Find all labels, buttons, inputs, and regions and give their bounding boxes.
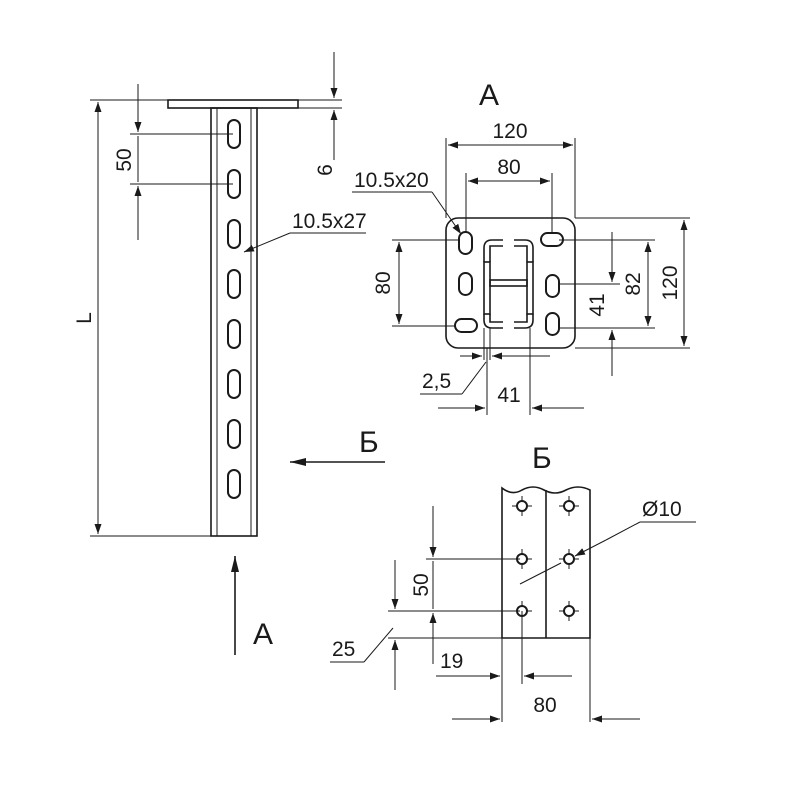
view-a-slots <box>454 231 564 336</box>
view-a-height-120-label: 120 <box>659 265 682 300</box>
side-slots <box>227 119 241 499</box>
pitch-label: 50 <box>113 148 136 171</box>
view-a-width-120-label: 120 <box>492 120 527 143</box>
slot-label: 10.5x27 <box>292 210 367 233</box>
view-a-slot-label: 10.5x20 <box>354 169 429 192</box>
hole-icon <box>559 601 579 621</box>
pitch-dimension: 50 <box>113 84 233 240</box>
view-a-height-120-dimension: 120 <box>575 217 690 349</box>
view-a-offset-41-v-label: 41 <box>586 293 609 316</box>
view-b-channel <box>501 486 591 639</box>
plate-thickness-label: 6 <box>314 164 337 176</box>
side-slot <box>227 469 241 499</box>
view-b-pitch-label: 50 <box>410 573 433 596</box>
channel-body <box>210 107 258 537</box>
view-b-holes <box>512 496 579 621</box>
view-a-plate <box>445 217 576 349</box>
view-b-pitch-dimension: 50 <box>388 506 520 664</box>
view-a-offset-41-h-dimension: 41 <box>438 328 584 415</box>
view-a-height-80-dimension: 80 <box>372 239 459 327</box>
base-plate <box>167 99 299 109</box>
view-a-height-82-label: 82 <box>622 272 645 295</box>
side-slot <box>227 219 241 249</box>
view-b-title: Б <box>532 442 552 475</box>
view-b-width-dimension: 80 <box>452 638 640 723</box>
view-b-edge-offset-label: 19 <box>440 650 463 673</box>
view-b-end-offset-label: 25 <box>332 638 355 661</box>
side-slot <box>227 319 241 349</box>
view-a-width-80-dimension: 80 <box>465 156 553 233</box>
hole-icon <box>512 496 532 516</box>
side-slot <box>227 369 241 399</box>
view-a-width-80-label: 80 <box>497 156 520 179</box>
view-a-channel-section <box>483 239 534 329</box>
slot-callout: 10.5x27 <box>243 210 367 253</box>
plate-thickness-dimension: 6 <box>298 52 342 176</box>
view-a-title: А <box>479 79 499 112</box>
view-b-diameter-label: Ø10 <box>642 498 682 521</box>
side-slot <box>227 269 241 299</box>
length-label: L <box>73 312 96 324</box>
view-b-end-offset-dimension: 25 <box>330 560 502 690</box>
length-dimension: L <box>73 99 211 537</box>
view-a-height-82-dimension: 82 <box>559 239 655 329</box>
view-a: А <box>352 79 690 415</box>
view-a-slot-callout: 10.5x20 <box>352 169 462 235</box>
view-a-arrow-label: А <box>253 618 273 651</box>
side-view: L 50 6 10.5x27 Б <box>73 52 385 655</box>
hole-icon <box>559 496 579 516</box>
view-b-width-label: 80 <box>533 694 556 717</box>
hole-icon <box>559 549 579 569</box>
view-a-height-80-label: 80 <box>372 271 395 294</box>
view-b-arrow-label: Б <box>359 426 379 459</box>
view-a-offset-41-h-label: 41 <box>497 384 520 407</box>
view-a-wall-dimension: 2,5 <box>420 328 550 395</box>
view-b-edge-offset-dimension: 19 <box>436 611 572 722</box>
view-b-diameter-callout: Ø10 <box>519 498 696 585</box>
view-a-arrow: А <box>231 556 273 655</box>
side-slot <box>227 419 241 449</box>
view-b-arrow: Б <box>290 426 385 466</box>
view-b: Б Ø10 50 25 <box>330 442 696 723</box>
view-a-offset-41-v-dimension: 41 <box>559 232 620 376</box>
view-a-wall-label: 2,5 <box>422 370 451 393</box>
view-a-width-120-dimension: 120 <box>445 120 576 218</box>
